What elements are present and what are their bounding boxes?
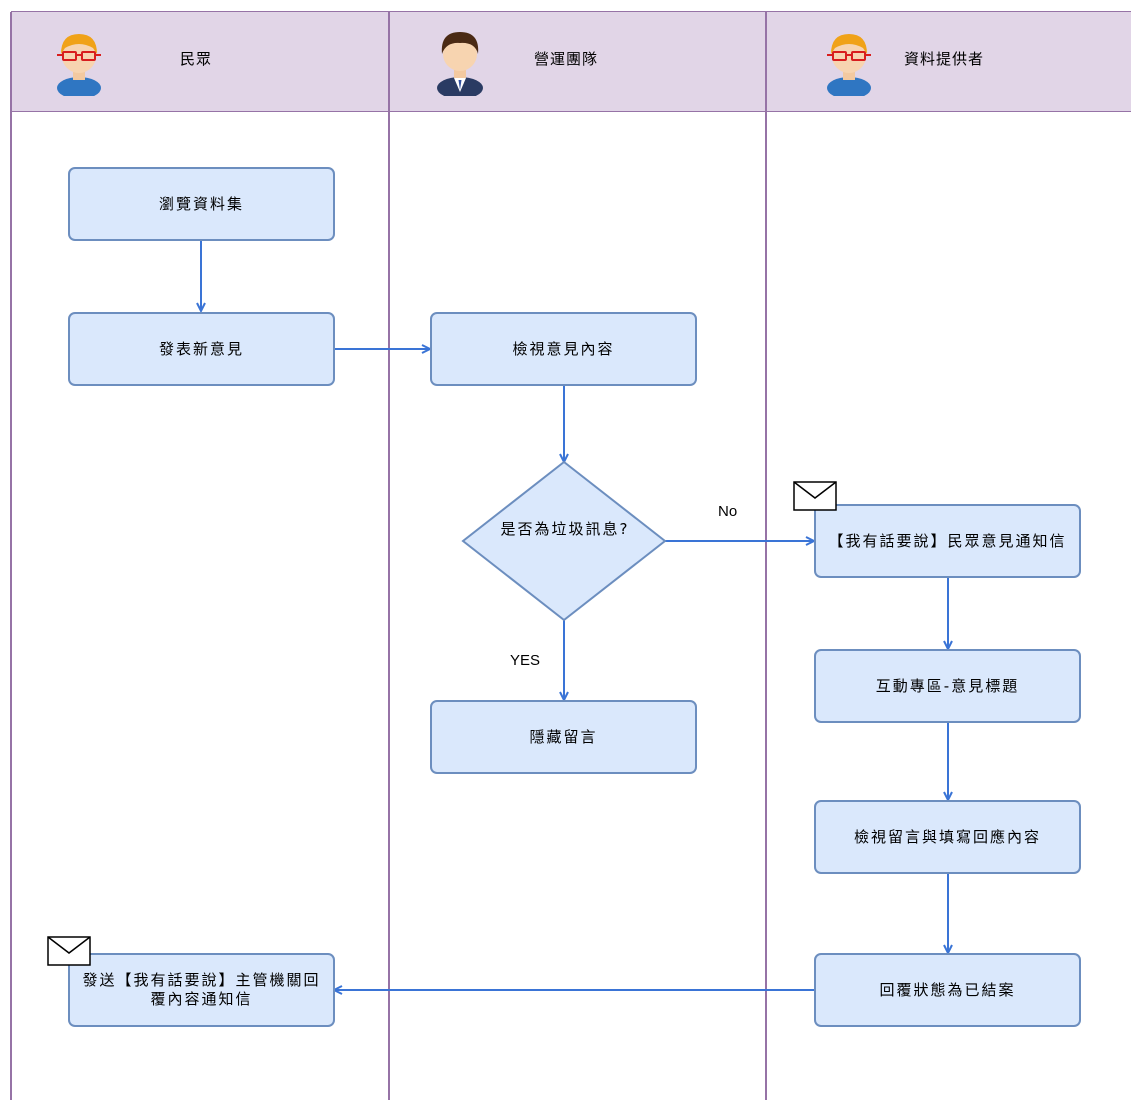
user-businessman-icon — [437, 32, 483, 96]
node-review-reply: 檢視留言與填寫回應內容 — [814, 800, 1081, 874]
edge-label-no: No — [718, 503, 738, 520]
user-red-glasses-icon — [57, 34, 101, 96]
node-send-reply-email: 發送【我有話要說】主管機關回覆內容通知信 — [68, 953, 335, 1027]
decision-diamond — [461, 460, 667, 622]
node-hide-message: 隱藏留言 — [430, 700, 697, 774]
node-browse-dataset: 瀏覽資料集 — [68, 167, 335, 241]
node-topic-title: 互動專區-意見標題 — [814, 649, 1081, 723]
lane-title-operations: 營運團隊 — [534, 50, 599, 68]
decision-label: 是否為垃圾訊息? — [500, 520, 630, 538]
lane-title-public: 民眾 — [180, 50, 213, 68]
node-post-opinion: 發表新意見 — [68, 312, 335, 386]
mail-envelope-icon — [47, 936, 91, 966]
node-status-closed: 回覆狀態為已結案 — [814, 953, 1081, 1027]
mail-envelope-icon — [793, 481, 837, 511]
lane-header-provider — [767, 12, 1131, 111]
node-review-opinion: 檢視意見內容 — [430, 312, 697, 386]
user-red-glasses-icon — [827, 34, 871, 96]
edge-label-yes: YES — [510, 652, 541, 669]
node-notify-email: 【我有話要說】民眾意見通知信 — [814, 504, 1081, 578]
lane-title-provider: 資料提供者 — [904, 50, 985, 68]
